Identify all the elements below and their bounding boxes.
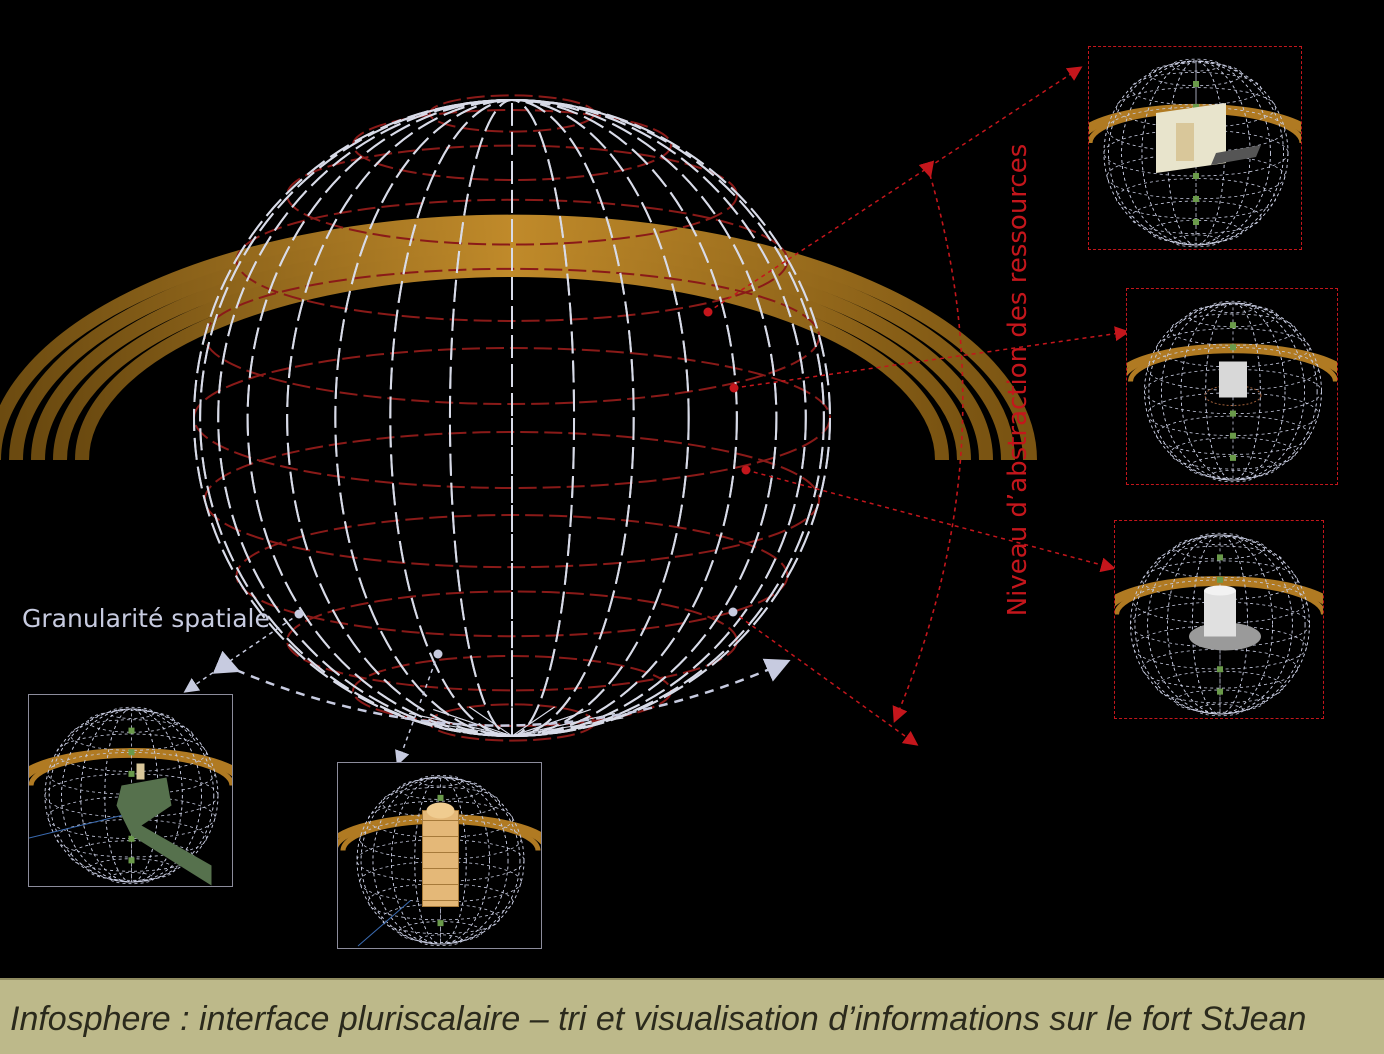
granularity-arrow-2 (395, 653, 439, 766)
main-infosphere (0, 66, 1130, 766)
spatial-site-thumbnail (28, 694, 233, 887)
sphere-wireframe (193, 94, 831, 742)
thumbnail-sphere (338, 774, 541, 947)
abstraction-arrow-2 (733, 326, 1130, 389)
granularity-arrow-1 (183, 613, 300, 693)
thumbnail-sphere (1089, 58, 1301, 248)
abstraction-node-1 (703, 307, 713, 317)
abstraction-arrow-4 (732, 611, 919, 746)
caption-bar: Infosphere : interface pluriscalaire – t… (0, 978, 1384, 1054)
abstraction-node-3 (741, 465, 751, 475)
granularity-node-2 (433, 649, 443, 659)
thumbnail-sphere (1127, 300, 1337, 483)
thumbnail-sphere (29, 706, 232, 886)
abstract-level-3-thumbnail (1114, 520, 1324, 719)
abstraction-arrow-3 (745, 469, 1116, 573)
granularity-axis-arc (212, 650, 791, 727)
abstraction-level-label: Niveau d’abstraction des ressources (1003, 143, 1033, 617)
spatial-granularity-label: Granularité spatiale (22, 604, 270, 633)
thumbnail-sphere (1115, 532, 1323, 717)
abstract-level-1-thumbnail (1088, 46, 1302, 250)
figure-caption: Infosphere : interface pluriscalaire – t… (10, 1000, 1307, 1038)
abstraction-node-2 (729, 383, 739, 393)
orbit-ring-back (0, 214, 1037, 461)
infosphere-diagram: Granularité spatiale Niveau d’abstractio… (0, 0, 1384, 978)
abstract-level-2-thumbnail (1126, 288, 1338, 485)
spatial-tower-thumbnail (337, 762, 542, 949)
abstraction-axis-arc (892, 160, 964, 723)
abstraction-node-4 (728, 607, 738, 617)
granularity-node-1 (294, 609, 304, 619)
abstraction-arrow-1 (707, 66, 1083, 313)
